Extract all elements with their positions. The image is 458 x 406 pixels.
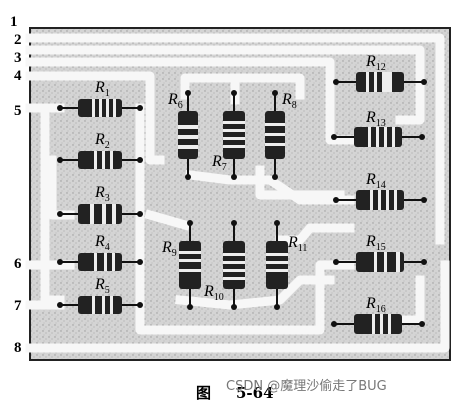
- label-r11: R11: [287, 234, 307, 254]
- label-r12: R12: [365, 53, 386, 73]
- resistor-r7: [223, 90, 245, 180]
- resistor-r15: [333, 252, 427, 272]
- resistor-r2: [57, 151, 143, 169]
- resistor-r14: [333, 190, 427, 210]
- label-r8: R8: [281, 91, 297, 111]
- terminal-1: 1: [10, 14, 18, 30]
- resistor-r6: [178, 90, 198, 180]
- label-r15: R15: [365, 233, 386, 253]
- terminal-labels: 1 2 3 4 5 6 7 8: [10, 14, 22, 356]
- terminal-8: 8: [14, 340, 22, 356]
- terminal-2: 2: [14, 32, 22, 48]
- resistor-r5: [57, 296, 143, 314]
- terminal-7: 7: [14, 298, 22, 314]
- label-r10: R10: [203, 283, 224, 303]
- resistor-r3: [57, 204, 143, 224]
- label-r4: R4: [94, 233, 110, 253]
- label-r16: R16: [365, 295, 386, 315]
- label-r7: R7: [211, 153, 227, 173]
- resistor-r12: [333, 72, 427, 92]
- figure-caption-number: 5-64: [236, 384, 274, 402]
- resistor-r8: [265, 90, 285, 180]
- terminal-3: 3: [14, 50, 22, 66]
- terminal-6: 6: [14, 256, 22, 272]
- label-r1: R1: [94, 79, 110, 99]
- resistor-r16: [331, 314, 425, 334]
- label-r3: R3: [94, 184, 110, 204]
- resistor-r10: [223, 220, 245, 310]
- resistor-labels: R1 R2 R3 R4 R5 R6 R7 R8 R9 R10 R11 R12 R…: [94, 53, 386, 315]
- resistor-r4: [57, 253, 143, 271]
- label-r5: R5: [94, 276, 110, 296]
- terminal-4: 4: [14, 68, 22, 84]
- resistor-r13: [331, 127, 425, 147]
- label-r6: R6: [167, 91, 183, 111]
- label-r9: R9: [161, 239, 177, 259]
- watermark: CSDN @魔理沙偷走了BUG: [226, 379, 387, 394]
- resistor-r9: [179, 220, 201, 310]
- label-r13: R13: [365, 109, 386, 129]
- figure-caption-prefix: 图: [196, 384, 211, 402]
- terminal-5: 5: [14, 103, 22, 119]
- label-r14: R14: [365, 171, 386, 191]
- label-r2: R2: [94, 131, 110, 151]
- resistor-r11: [266, 220, 288, 310]
- resistor-r1: [57, 99, 143, 117]
